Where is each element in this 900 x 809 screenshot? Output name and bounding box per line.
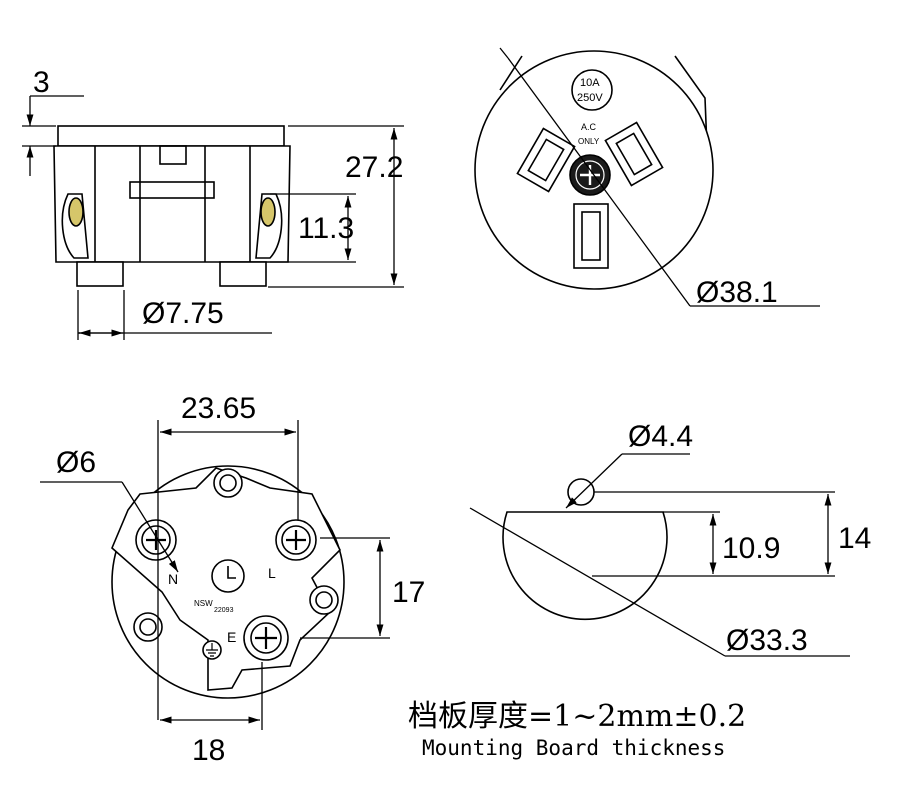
dim-face-diameter: Ø38.1 (696, 276, 778, 309)
pin-contact-right (260, 197, 276, 227)
dim-height: 27.2 (345, 151, 403, 184)
nsw-label: NSW (194, 599, 213, 608)
neutral-label: N (168, 571, 178, 587)
dim-width: 23.65 (181, 392, 256, 425)
dim-offset-17: 17 (392, 576, 425, 609)
pin-contact-left (68, 197, 84, 227)
rear-view (111, 465, 345, 699)
mounting-cutout (502, 478, 668, 621)
dim-offset-18: 18 (192, 734, 225, 767)
side-view (53, 125, 291, 287)
dim-screw-diameter: Ø6 (56, 446, 96, 479)
live-label: L (268, 565, 276, 581)
dim-pin-length: 11.3 (298, 212, 354, 245)
dim-hole-diameter: Ø4.4 (628, 420, 693, 453)
dim-cutout-diameter: Ø33.3 (726, 624, 808, 657)
rating-amps: 10A (580, 77, 600, 89)
dim-height-10-9: 10.9 (722, 532, 780, 565)
ac-label: A.C (581, 122, 597, 132)
note-english: Mounting Board thickness (422, 736, 725, 760)
note-chinese: 档板厚度=1~2mm±0.2 (408, 699, 746, 734)
dim-pin-diameter: Ø7.75 (142, 297, 224, 330)
rating-badge (571, 69, 613, 111)
slot-left (516, 127, 576, 193)
dim-height-14: 14 (838, 522, 871, 555)
approval-number: 22093 (214, 607, 234, 614)
slot-earth (573, 203, 609, 269)
only-label: ONLY (578, 137, 600, 146)
dim-flange-thickness: 3 (33, 66, 50, 99)
earth-label: E (227, 629, 236, 645)
slot-right (604, 121, 664, 187)
rating-volts: 250V (577, 92, 603, 104)
fixing-hole (567, 478, 595, 506)
socket-face (474, 50, 714, 290)
